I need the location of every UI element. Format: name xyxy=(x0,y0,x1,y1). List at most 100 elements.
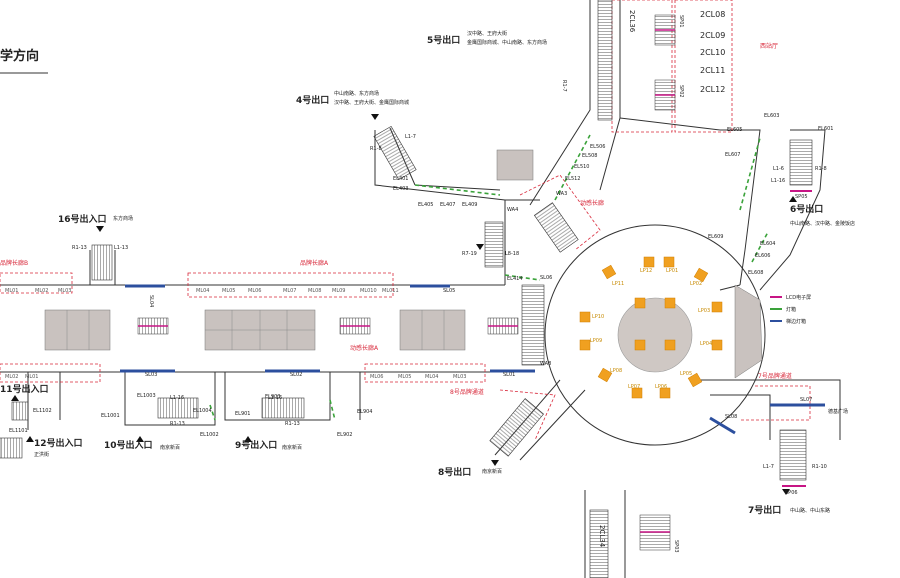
passage-dyn: 动感长廊 xyxy=(580,199,604,207)
exit-11-label: 11号出入口 xyxy=(0,383,49,395)
exit-6-desc: 中山南路、汉中路、金陵饭店 xyxy=(790,220,855,227)
code-2cl12: 2CL12 xyxy=(700,85,725,94)
legend-wall: 梯边灯箱 xyxy=(786,318,806,325)
lp-label: LP09 xyxy=(590,338,602,344)
stairs xyxy=(0,0,813,578)
west-hall: 西站厅 xyxy=(760,42,778,50)
ml-label: ML01 xyxy=(25,374,38,380)
code-l116-9: L1-16 xyxy=(268,395,282,401)
stair-12 xyxy=(0,437,23,459)
code-el904: EL904 xyxy=(357,409,373,415)
exit-5-label: 5号出口 xyxy=(427,34,460,46)
exit-9-desc: 南京新百 xyxy=(282,444,302,451)
code-2cl08: 2CL08 xyxy=(700,10,725,19)
passage-8: 8号品牌通道 xyxy=(450,388,484,396)
exit-4-label: 4号出口 xyxy=(296,94,329,106)
code-el401: EL401 xyxy=(393,176,409,182)
stair-6 xyxy=(789,139,813,186)
code-sl04: SL04 xyxy=(148,295,154,307)
ml-label: ML010 xyxy=(360,288,377,294)
ml-label: ML04 xyxy=(425,374,438,380)
lp-label: LP12 xyxy=(640,268,652,274)
lp-panels xyxy=(579,256,723,399)
lp-label: LP04 xyxy=(700,341,712,347)
platform-grid xyxy=(66,310,445,350)
code-el902: EL902 xyxy=(337,432,353,438)
code-sl08: SL08 xyxy=(725,414,737,420)
code-sp06: SP06 xyxy=(785,490,798,496)
code-2cl10: 2CL10 xyxy=(700,48,725,57)
lp-label: LP06 xyxy=(655,384,667,390)
code-el403: EL403 xyxy=(393,186,409,192)
passage-sub-a: 品牌长廊A xyxy=(300,259,329,267)
code-el608: EL608 xyxy=(748,270,764,276)
code-sp02: SP02 xyxy=(678,85,684,98)
fan-seating xyxy=(734,284,763,379)
stair-9 xyxy=(261,397,305,419)
code-r17: R1-7 xyxy=(561,80,567,92)
code-el604: EL604 xyxy=(760,241,776,247)
stair-south xyxy=(589,509,609,578)
stair-11 xyxy=(11,401,29,421)
code-2cl11: 2CL11 xyxy=(700,66,725,75)
lp-label: LP01 xyxy=(666,268,678,274)
code-l113: L1-13 xyxy=(114,245,128,251)
exit-16-desc: 东方商场 xyxy=(113,215,133,222)
code-el1101: EL1101 xyxy=(9,428,28,434)
code-sl06: SL06 xyxy=(540,275,552,281)
code-el1001: EL1001 xyxy=(101,413,120,419)
stair-8 xyxy=(489,398,544,457)
code-2cl34: 2CL34 xyxy=(598,525,606,548)
stair-10 xyxy=(157,397,199,419)
code-wa4: WA4 xyxy=(507,207,518,213)
stair-l818 xyxy=(484,221,504,268)
code-sl02: SL02 xyxy=(290,372,302,378)
lp-label: LP11 xyxy=(612,281,624,287)
page-title: 学方向 xyxy=(0,48,39,64)
code-el414: EL414 xyxy=(507,276,523,282)
stair-4 xyxy=(373,125,417,181)
passage-7: 7号品牌通道 xyxy=(758,372,792,380)
wall-light-boxes xyxy=(120,284,825,435)
code-sl01: SL01 xyxy=(503,372,515,378)
code-el1002: EL1002 xyxy=(200,432,219,438)
stair-7 xyxy=(779,429,807,481)
code-el603: EL603 xyxy=(764,113,780,119)
ml-label: ML05 xyxy=(398,374,411,380)
ml-label: ML07 xyxy=(283,288,296,294)
code-wa8: WA8 xyxy=(540,361,551,367)
legend-light: 灯箱 xyxy=(786,306,796,313)
code-el901: EL901 xyxy=(235,411,251,417)
code-r18-6: R1-8 xyxy=(815,166,827,172)
central-column xyxy=(617,297,693,373)
ml-label: ML02 xyxy=(5,374,18,380)
code-sl07: SL07 xyxy=(800,397,812,403)
lp-label: LP05 xyxy=(680,371,692,377)
lp-label: LP10 xyxy=(592,314,604,320)
code-wa3: WA3 xyxy=(556,191,567,197)
exit-12-desc: 正洪街 xyxy=(34,451,49,458)
ml-label: ML04 xyxy=(196,288,209,294)
code-el605: EL605 xyxy=(727,127,743,133)
legend xyxy=(770,296,782,322)
exit-12-label: 12号出入口 xyxy=(34,437,83,449)
exit-4-desc2: 汉中路、王府大街、金鹰国际商城 xyxy=(334,99,409,106)
code-sp01: SP01 xyxy=(678,15,684,28)
lp-label: LP02 xyxy=(690,281,702,287)
code-l17-7: L1-7 xyxy=(763,464,774,470)
ml-label: ML03 xyxy=(58,288,71,294)
green-light-boxes xyxy=(209,134,769,421)
stair-wa3 xyxy=(533,202,579,253)
code-r18: R1-8 xyxy=(370,146,382,152)
code-sl05: SL05 xyxy=(443,288,455,294)
code-el1102: EL1102 xyxy=(33,408,52,414)
ml-label: ML06 xyxy=(370,374,383,380)
exit-10-label: 10号出入口 xyxy=(104,439,153,451)
exit-16-label: 16号出入口 xyxy=(58,213,107,225)
exit-10-desc: 南京新百 xyxy=(160,444,180,451)
code-sp05: SP05 xyxy=(795,194,808,200)
code-2cl36: 2CL36 xyxy=(628,10,636,33)
code-el512: EL512 xyxy=(565,176,581,182)
code-el405: EL405 xyxy=(418,202,434,208)
